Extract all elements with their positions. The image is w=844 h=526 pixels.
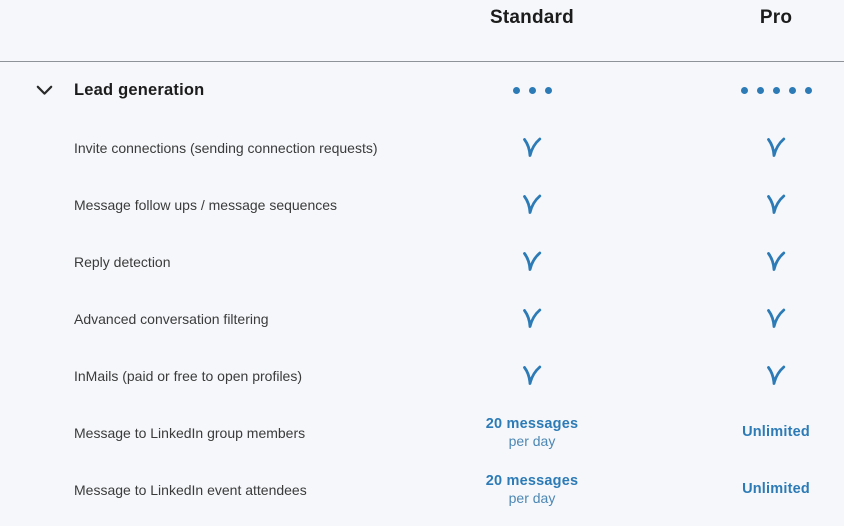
limit-unit: per day <box>508 432 556 449</box>
feature-label: InMails (paid or free to open profiles) <box>74 367 302 384</box>
checkmark-icon <box>763 305 789 333</box>
limit-value: 20 messages <box>485 415 579 432</box>
section-title: Lead generation <box>74 81 205 99</box>
tier-dot <box>772 87 780 94</box>
limit-value: Unlimited <box>742 481 810 497</box>
standard-cell: 20 messages per day <box>450 473 614 507</box>
checkmark-icon <box>519 191 545 219</box>
feature-label: Invite connections (sending connection r… <box>74 139 378 156</box>
table-row: InMails (paid or free to open profiles) <box>0 347 844 404</box>
feature-label: Message follow ups / message sequences <box>74 196 338 213</box>
feature-label: Message to LinkedIn event attendees <box>74 481 307 498</box>
table-header-row: Standard Pro <box>0 0 844 62</box>
feature-label: Advanced conversation filtering <box>74 310 269 327</box>
table-row: Reply detection <box>0 233 844 290</box>
tier-dot <box>512 87 520 94</box>
checkmark-icon <box>519 362 545 390</box>
limit-value: Unlimited <box>742 424 810 440</box>
tier-dot <box>740 87 748 94</box>
pro-cell <box>708 134 844 162</box>
table-row: Message to LinkedIn group members 20 mes… <box>0 404 844 461</box>
tier-dot <box>528 87 536 94</box>
table-row: Invite connections (sending connection r… <box>0 119 844 176</box>
standard-cell <box>450 134 614 162</box>
limit-unit: per day <box>508 489 556 506</box>
section-row-lead-generation[interactable]: Lead generation <box>0 62 844 119</box>
column-header-pro: Pro <box>759 7 793 28</box>
standard-cell <box>450 248 614 276</box>
column-header-standard: Standard <box>490 7 574 28</box>
standard-cell: 20 messages per day <box>450 416 614 450</box>
standard-cell <box>450 191 614 219</box>
checkmark-icon <box>763 134 789 162</box>
table-row: Message follow ups / message sequences <box>0 176 844 233</box>
table-row: Advanced conversation filtering <box>0 290 844 347</box>
pro-cell: Unlimited <box>708 424 844 441</box>
checkmark-icon <box>763 191 789 219</box>
pro-cell <box>708 362 844 390</box>
table-row: Message to LinkedIn event attendees 20 m… <box>0 461 844 518</box>
standard-tier-dots <box>450 87 614 94</box>
checkmark-icon <box>763 248 789 276</box>
chevron-down-icon[interactable] <box>36 85 53 96</box>
pro-cell: Unlimited <box>708 481 844 498</box>
standard-cell <box>450 362 614 390</box>
checkmark-icon <box>519 134 545 162</box>
tier-dot <box>756 87 764 94</box>
limit-value: 20 messages <box>485 472 579 489</box>
checkmark-icon <box>519 305 545 333</box>
section-toggle[interactable]: Lead generation <box>0 81 450 100</box>
pro-cell <box>708 191 844 219</box>
pro-cell <box>708 305 844 333</box>
feature-label: Message to LinkedIn group members <box>74 424 306 441</box>
pro-tier-dots <box>708 87 844 94</box>
pro-cell <box>708 248 844 276</box>
checkmark-icon <box>763 362 789 390</box>
checkmark-icon <box>519 248 545 276</box>
standard-cell <box>450 305 614 333</box>
tier-dot <box>804 87 812 94</box>
tier-dot <box>544 87 552 94</box>
feature-label: Reply detection <box>74 253 171 270</box>
tier-dot <box>788 87 796 94</box>
